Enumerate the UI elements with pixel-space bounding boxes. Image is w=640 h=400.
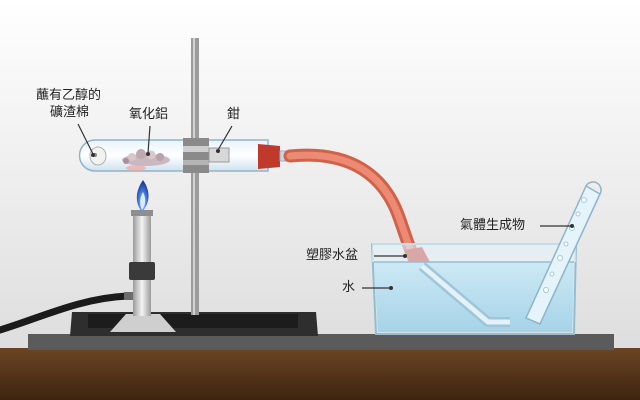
label-water: 水 <box>342 280 356 295</box>
leader-oxide <box>147 125 151 154</box>
leader-lines <box>77 123 572 289</box>
collection-tube <box>525 181 602 325</box>
label-soaked-cotton-line2: 礦渣棉 <box>50 105 90 120</box>
clamp <box>183 138 230 173</box>
label-plastic-trough: 塑膠水盆 <box>306 248 359 263</box>
label-clamp: 鉗 <box>227 107 241 122</box>
rubber-stopper <box>258 144 280 169</box>
mineral-wool <box>89 146 107 166</box>
label-gas-product: 氣體生成物 <box>460 218 526 233</box>
bunsen-burner <box>110 210 176 332</box>
bench-front <box>0 348 640 400</box>
aluminium-oxide-powder <box>122 149 170 166</box>
boiling-tube <box>78 139 269 172</box>
bench-top <box>28 334 614 350</box>
label-aluminium-oxide: 氧化鋁 <box>129 107 169 122</box>
label-soaked-cotton-line1: 蘸有乙醇的 <box>36 88 102 103</box>
gas-bubble <box>581 197 587 203</box>
plastic-trough <box>370 243 578 335</box>
gas-hose <box>0 292 132 334</box>
leader-cotton <box>77 123 94 155</box>
air-collar <box>129 262 155 280</box>
leader-clamp <box>217 125 233 151</box>
water <box>374 262 574 332</box>
